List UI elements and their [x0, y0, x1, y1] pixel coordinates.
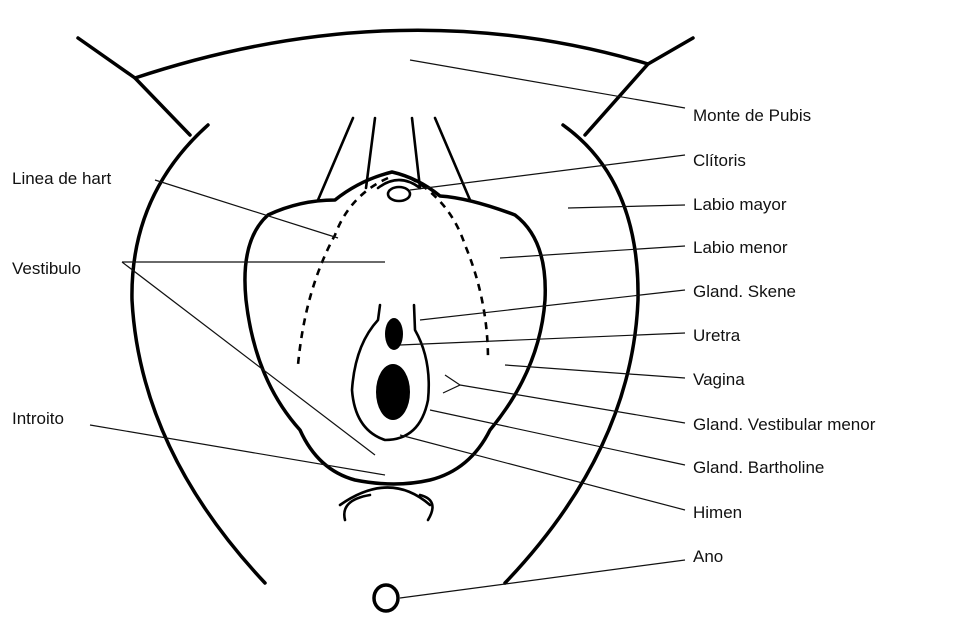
leader-gland-bartholine [430, 410, 685, 465]
mons-outline [78, 30, 693, 78]
left-groin-outline [135, 78, 190, 135]
label-gland-vestibular-menor: Gland. Vestibular menor [693, 415, 876, 434]
label-labio-mayor: Labio mayor [693, 195, 787, 214]
perineum-curve [340, 488, 430, 506]
hart-line-left [298, 178, 388, 365]
clitoral-hood-left-outer [318, 118, 353, 200]
label-gland-skene: Gland. Skene [693, 282, 796, 301]
label-clitoris: Clítoris [693, 151, 746, 170]
clitoris-glans [388, 187, 410, 201]
leader-vagina [505, 365, 685, 378]
leader-himen [400, 435, 685, 510]
leader-gland-skene [420, 290, 685, 320]
leader-gland-vestibular-menor [460, 385, 685, 423]
label-linea-de-hart: Linea de hart [12, 169, 112, 188]
leader-linea-de-hart [155, 180, 338, 238]
leader-labio-menor [500, 246, 685, 258]
label-gland-bartholine: Gland. Bartholine [693, 458, 824, 477]
vestibular-gland-mark [443, 375, 460, 393]
label-uretra: Uretra [693, 326, 741, 345]
leader-clitoris [410, 155, 685, 190]
label-introito: Introito [12, 409, 64, 428]
leader-introito [90, 425, 385, 475]
leader-ano [400, 560, 685, 598]
perineum-curve-inner [344, 495, 432, 520]
label-ano: Ano [693, 547, 723, 566]
label-labio-menor: Labio menor [693, 238, 788, 257]
leader-uretra [400, 333, 685, 345]
clitoral-hood-right-outer [435, 118, 470, 200]
right-thigh-outline [505, 125, 638, 583]
label-himen: Himen [693, 503, 742, 522]
vaginal-opening [376, 364, 410, 420]
anus [374, 585, 398, 611]
hart-line-right [410, 178, 488, 360]
label-vagina: Vagina [693, 370, 745, 389]
label-vestibulo: Vestibulo [12, 259, 81, 278]
label-monte-de-pubis: Monte de Pubis [693, 106, 811, 125]
